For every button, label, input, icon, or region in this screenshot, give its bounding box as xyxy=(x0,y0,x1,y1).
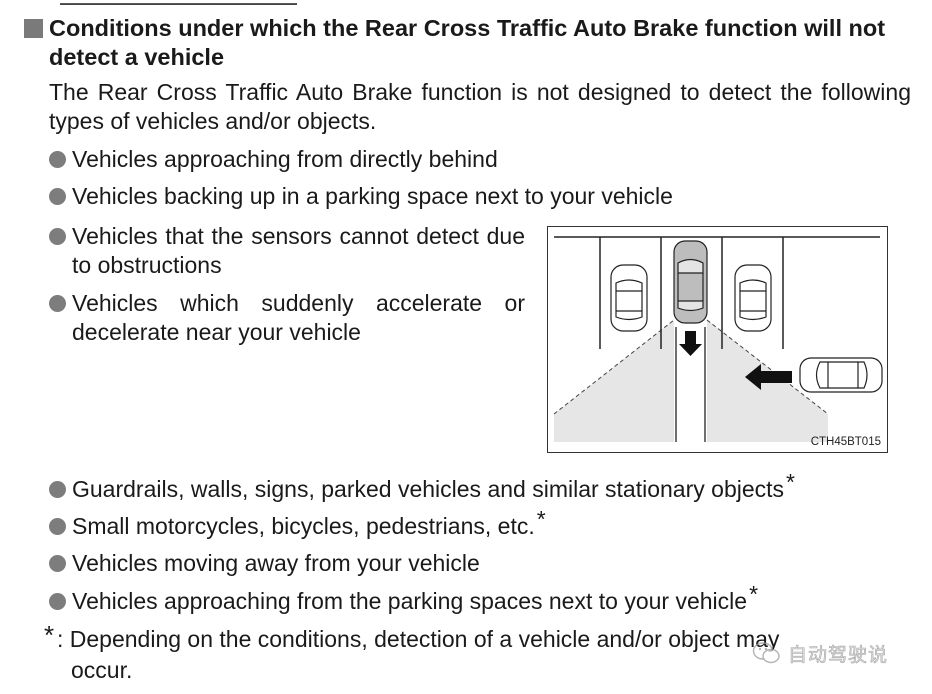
reverse-arrow-icon xyxy=(679,331,702,356)
list-item-text: Vehicles approaching from the parking sp… xyxy=(72,588,748,614)
bullet-icon xyxy=(49,481,66,498)
asterisk-marker: * xyxy=(536,506,546,532)
list-item-text: Vehicles that the sensors cannot detect … xyxy=(72,223,525,278)
list-item-text: Small motorcycles, bicycles, pedestrians… xyxy=(72,513,535,539)
bullet-icon xyxy=(49,593,66,610)
list-item: Vehicles approaching from the parking sp… xyxy=(49,581,758,616)
list-item: Vehicles approaching from directly behin… xyxy=(49,145,498,174)
approach-arrow-icon xyxy=(745,364,792,390)
intro-paragraph: The Rear Cross Traffic Auto Brake functi… xyxy=(49,79,911,134)
parked-car-left xyxy=(610,264,648,332)
list-item: Vehicles that the sensors cannot detect … xyxy=(49,222,525,280)
bullet-icon xyxy=(49,151,66,168)
list-item: Guardrails, walls, signs, parked vehicle… xyxy=(49,469,795,504)
parking-detection-illustration: CTH45BT015 xyxy=(547,226,888,453)
footnote-asterisk: * xyxy=(44,620,55,650)
figure-code: CTH45BT015 xyxy=(810,436,881,448)
section-heading: Conditions under which the Rear Cross Tr… xyxy=(24,14,924,72)
approaching-car xyxy=(799,357,883,393)
clipped-previous-line: ▁▁▁▁▁▁▁▁▁▁▁▁▁▁ xyxy=(60,0,300,5)
own-vehicle xyxy=(673,240,708,324)
list-item-text: Vehicles which suddenly accelerate or de… xyxy=(72,290,525,345)
parked-car-right xyxy=(734,264,772,332)
bullet-icon xyxy=(49,228,66,245)
list-item: Small motorcycles, bicycles, pedestrians… xyxy=(49,506,546,541)
square-marker-icon xyxy=(24,19,43,38)
watermark-text: 自动驾驶说 xyxy=(788,643,889,666)
footnote-line2: occur. xyxy=(71,657,133,683)
watermark: 自动驾驶说 xyxy=(752,638,912,668)
left-detection-zone xyxy=(554,320,674,442)
parking-diagram xyxy=(553,236,883,442)
list-item: Vehicles moving away from your vehicle xyxy=(49,549,480,578)
list-item-text: Vehicles approaching from directly behin… xyxy=(72,146,498,172)
section-heading-text: Conditions under which the Rear Cross Tr… xyxy=(49,15,886,70)
bullet-icon xyxy=(49,188,66,205)
footnote-line1: : Depending on the conditions, detection… xyxy=(57,626,780,652)
footnote: * : Depending on the conditions, detecti… xyxy=(44,620,910,686)
wechat-icon xyxy=(752,642,780,664)
left-zone-edge xyxy=(553,319,675,415)
bullet-icon xyxy=(49,555,66,572)
list-item-text: Vehicles moving away from your vehicle xyxy=(72,550,480,576)
list-item: Vehicles backing up in a parking space n… xyxy=(49,182,673,211)
asterisk-marker: * xyxy=(749,581,759,607)
bullet-icon xyxy=(49,295,66,312)
list-item-text: Vehicles backing up in a parking space n… xyxy=(72,183,673,209)
right-zone-edge xyxy=(706,319,829,415)
asterisk-marker: * xyxy=(786,469,795,495)
bullet-icon xyxy=(49,518,66,535)
list-item-text: Guardrails, walls, signs, parked vehicle… xyxy=(72,476,785,502)
list-item: Vehicles which suddenly accelerate or de… xyxy=(49,289,525,347)
